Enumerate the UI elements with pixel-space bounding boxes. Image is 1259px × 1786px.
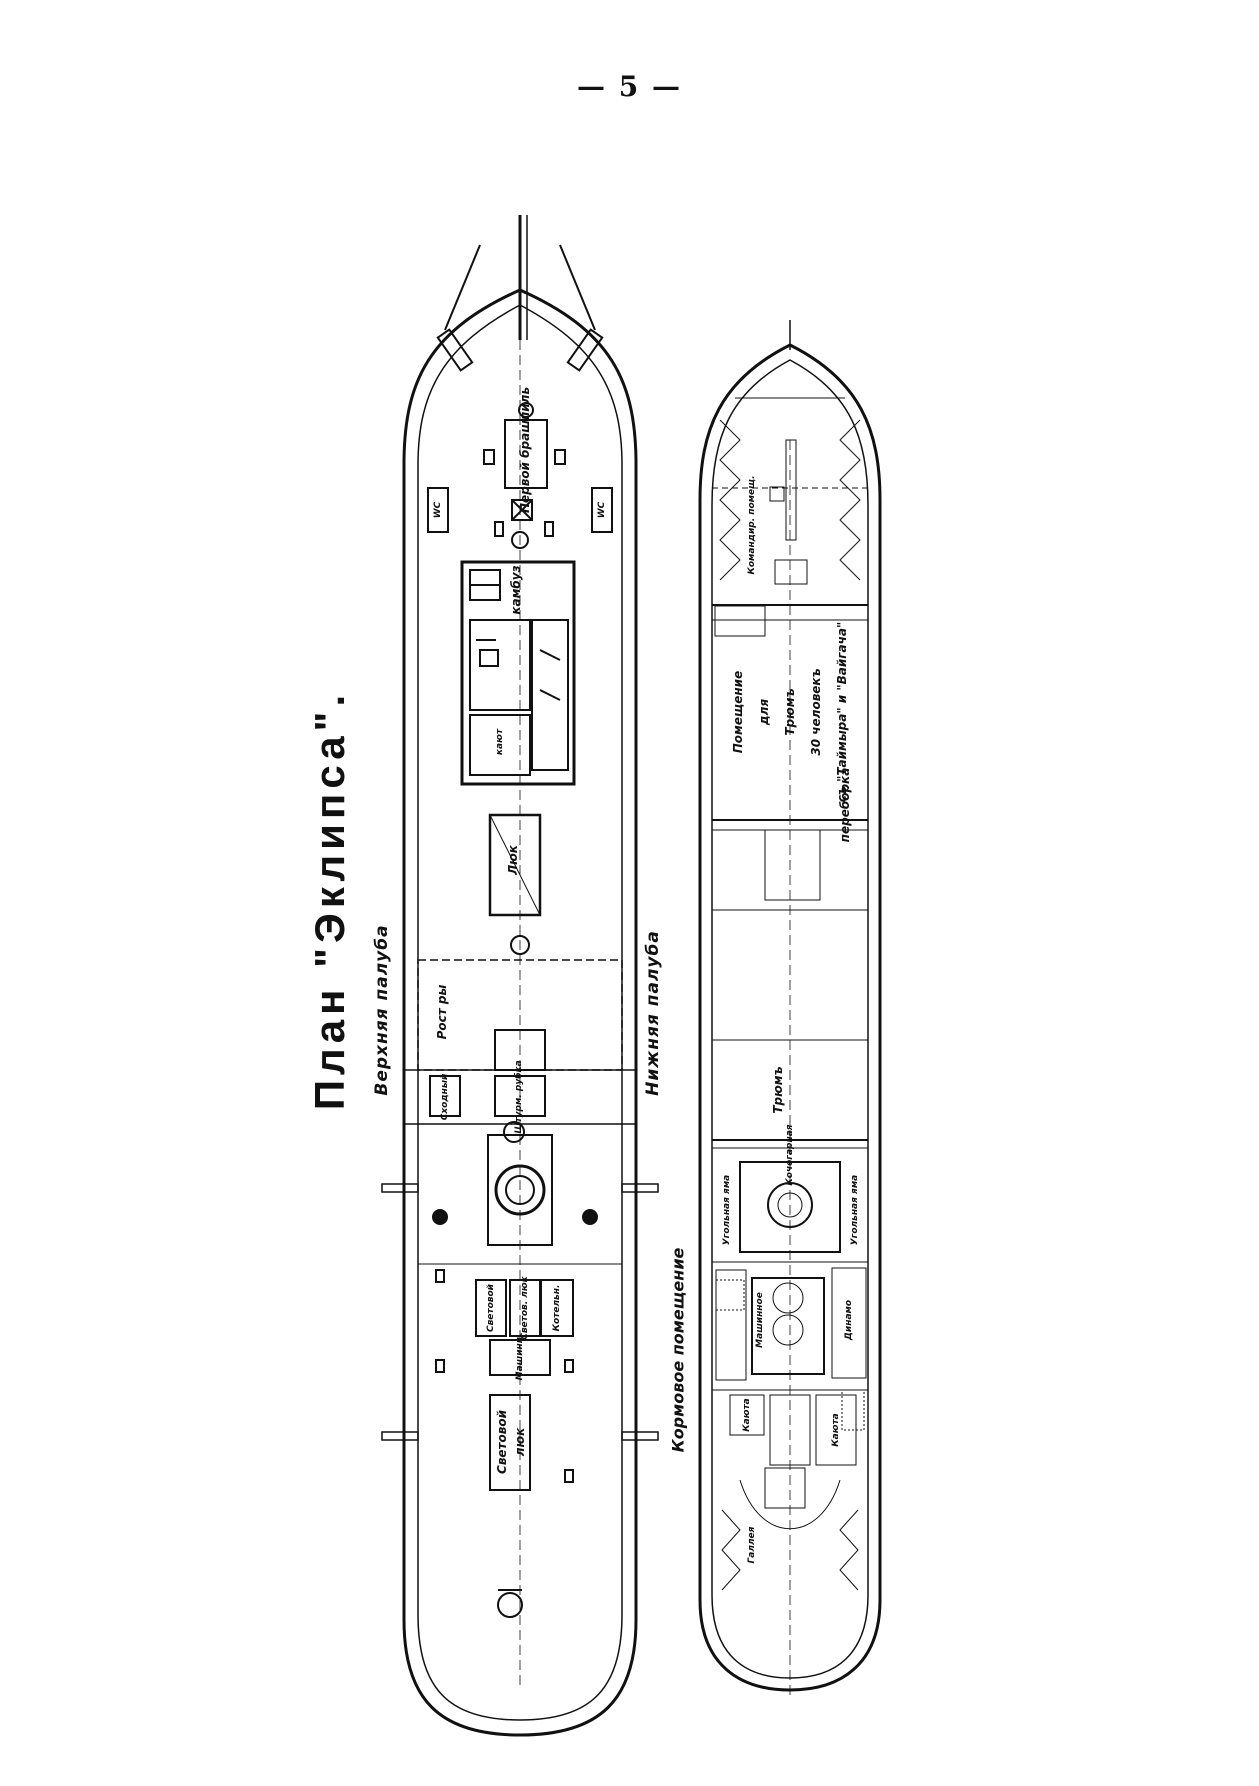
room-mess: кают: [495, 728, 505, 756]
hold1-line-b: для: [757, 698, 771, 726]
room-cabin-left: Каюта: [742, 1398, 752, 1432]
room-galley-lower: Галлея: [747, 1526, 757, 1564]
room-hold2: Трюмъ: [771, 1066, 785, 1114]
room-chart: Штурм. рубка: [514, 1060, 524, 1134]
room-skylight: Люк: [506, 845, 520, 875]
room-first-hatch: Первой брашпиль: [518, 386, 532, 514]
room-dynamo: Динамо: [844, 1299, 854, 1341]
upper-deck-structures: [381, 402, 659, 1618]
room-engine-lower: Машинное: [755, 1292, 765, 1348]
room-hatch3: люк: [513, 1427, 527, 1457]
room-galley: камбуз: [509, 565, 523, 615]
room-light2: Светов. люк: [520, 1276, 530, 1340]
room-coal1: Угольная яма: [722, 1174, 732, 1246]
room-cabin-right: Каюта: [831, 1413, 841, 1447]
page-number: — 5 —: [577, 70, 682, 103]
room-light3: Световой: [495, 1410, 509, 1474]
room-boiler: Кочегарная: [785, 1124, 795, 1186]
hold1-line-c: Трюмъ: [783, 688, 797, 736]
room-small1: Сходный: [440, 1073, 450, 1121]
lower-deck-frames: [712, 397, 868, 1591]
room-small2: Котельн.: [552, 1284, 562, 1332]
room-wc-left: WC: [433, 501, 443, 519]
room-engine-upper: Машинн.: [515, 1333, 525, 1381]
room-bulkhead: переборка: [838, 767, 852, 843]
upper-deck-hull: [402, 215, 638, 1737]
lower-deck-hull: [698, 320, 882, 1700]
room-light1: Световой: [486, 1284, 496, 1332]
hold1-line-d: 30 человекъ: [809, 668, 823, 756]
room-coal2: Угольная яма: [850, 1174, 860, 1246]
room-cabin: Командир. помещ.: [747, 475, 757, 575]
hold1-line-a: Помещение: [731, 670, 745, 754]
room-boats: Рост ры: [435, 984, 449, 1040]
room-wc-right: WC: [597, 501, 607, 519]
